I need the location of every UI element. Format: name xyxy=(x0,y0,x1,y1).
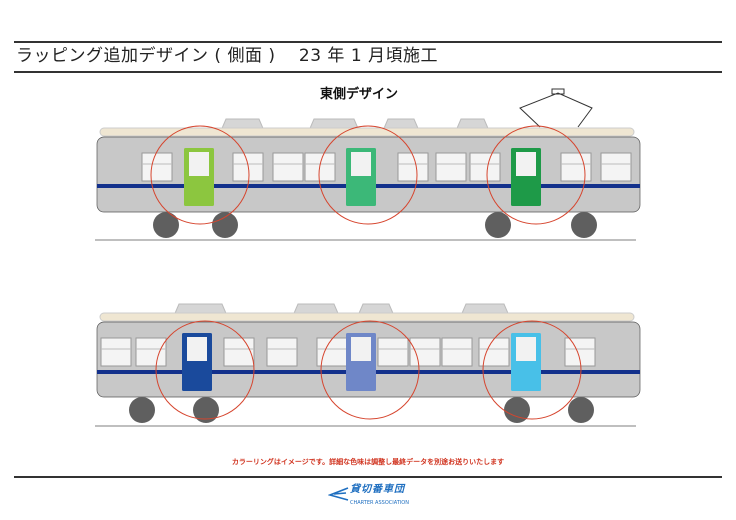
window xyxy=(266,337,298,367)
east-side-car xyxy=(95,88,641,241)
page-title: ラッピング追加デザイン ( 側面 ) 23 年 1 月頃施工 xyxy=(16,46,439,66)
window xyxy=(397,152,429,182)
window xyxy=(141,152,173,182)
door-window xyxy=(351,337,371,361)
highlight-ring xyxy=(320,320,420,420)
door-window xyxy=(516,152,536,176)
title-underline xyxy=(14,71,722,73)
highlight-ring xyxy=(150,125,250,225)
company-logo: 貸切番車団 CHARTER ASSOCIATION xyxy=(328,484,418,510)
window xyxy=(272,152,304,182)
highlight-ring xyxy=(482,320,582,420)
wheel xyxy=(568,397,594,423)
west-side-car xyxy=(95,303,641,427)
window xyxy=(377,337,409,367)
wheel xyxy=(193,397,219,423)
window xyxy=(135,337,167,367)
window xyxy=(469,152,501,182)
window xyxy=(223,337,255,367)
logo-subtext: CHARTER ASSOCIATION xyxy=(350,500,409,506)
logo-swoosh-icon xyxy=(328,487,349,501)
pantograph xyxy=(519,92,593,128)
window xyxy=(304,152,336,182)
door-window xyxy=(516,337,536,361)
bottom-rule xyxy=(14,476,722,478)
highlight-ring xyxy=(318,125,418,225)
highlight-ring xyxy=(486,125,586,225)
window xyxy=(441,337,473,367)
wheel xyxy=(153,212,179,238)
logo-text: 貸切番車団 xyxy=(350,484,405,495)
window xyxy=(600,152,632,182)
section-heading: 東側デザイン xyxy=(320,87,399,102)
wheel xyxy=(571,212,597,238)
wheel xyxy=(129,397,155,423)
window xyxy=(100,337,132,367)
top-rule xyxy=(14,41,722,43)
highlight-ring xyxy=(155,320,255,420)
window xyxy=(560,152,592,182)
door-window xyxy=(189,152,209,176)
window xyxy=(435,152,467,182)
wheel xyxy=(504,397,530,423)
pantograph-head xyxy=(551,88,565,95)
door-window xyxy=(351,152,371,176)
wheel xyxy=(212,212,238,238)
roof xyxy=(99,127,635,137)
roof xyxy=(99,312,635,322)
door-window xyxy=(187,337,207,361)
window xyxy=(409,337,441,367)
wheel xyxy=(485,212,511,238)
disclaimer-caption: カラーリングはイメージです。詳細な色味は調整し最終データを別途お送りいたします xyxy=(231,458,505,466)
